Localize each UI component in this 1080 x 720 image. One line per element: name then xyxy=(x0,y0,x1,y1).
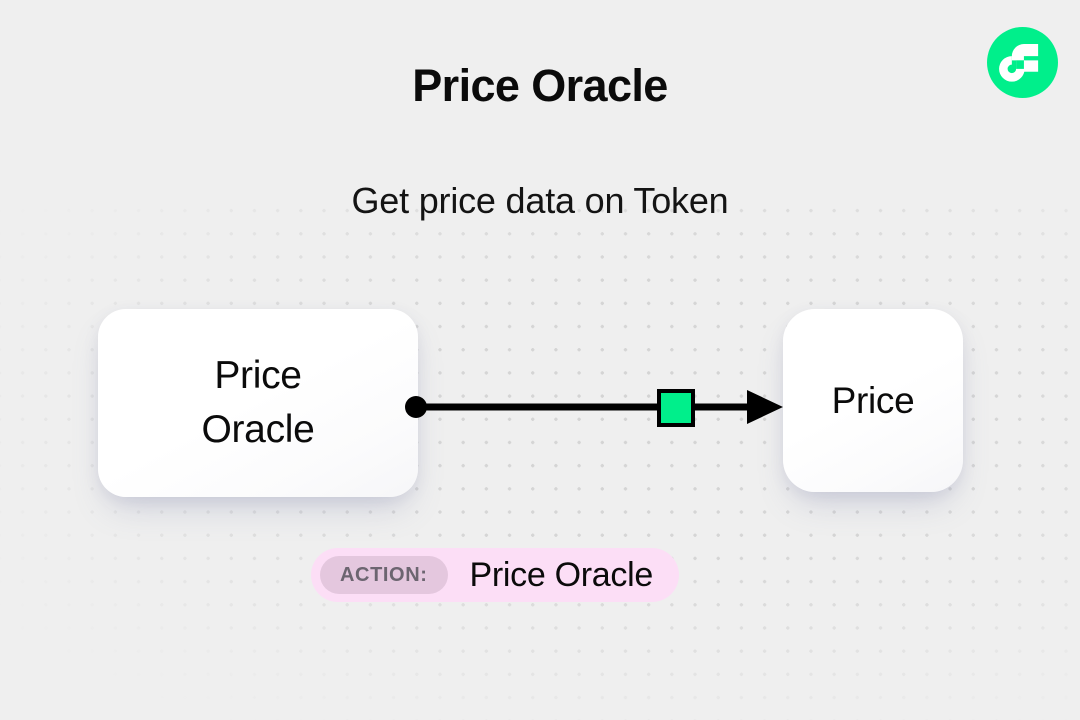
page-title: Price Oracle xyxy=(412,60,668,111)
flow-logo-icon xyxy=(987,27,1058,98)
connector-dot-icon[interactable] xyxy=(405,396,427,418)
node-price[interactable]: Price xyxy=(783,309,963,492)
connector-edge xyxy=(405,389,783,427)
node-label-line-1: Price xyxy=(214,354,302,398)
node-price-oracle-label: Price Oracle xyxy=(191,349,324,457)
page-subtitle: Get price data on Token xyxy=(351,180,729,221)
node-price-label: Price xyxy=(831,379,915,421)
action-tag-badge: ACTION: xyxy=(320,556,448,594)
node-label-line-2: Oracle xyxy=(201,408,315,451)
arrow-head-icon xyxy=(747,390,783,424)
action-pill[interactable]: ACTION: Price Oracle xyxy=(311,548,679,602)
action-value-label: Price Oracle xyxy=(469,555,654,594)
green-square-marker-icon[interactable] xyxy=(657,389,695,427)
node-price-oracle[interactable]: Price Oracle xyxy=(98,309,418,497)
